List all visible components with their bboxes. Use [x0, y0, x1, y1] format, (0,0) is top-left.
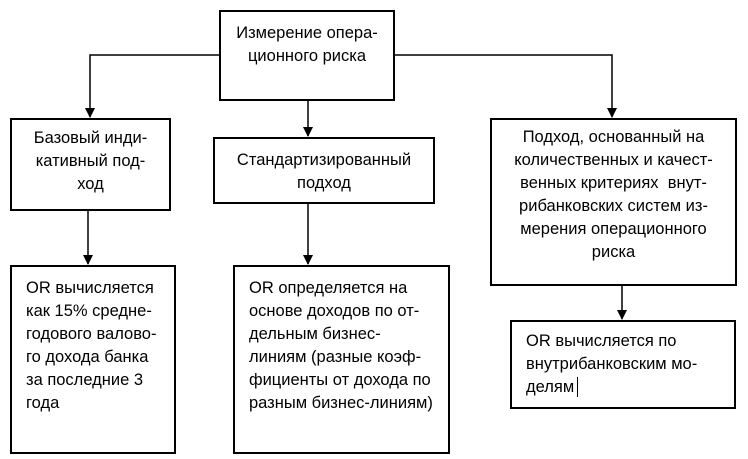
- advanced-approach-line-1: Подход, основанный на: [522, 128, 705, 146]
- standardized-approach-node: Стандартизированный подход: [213, 137, 435, 204]
- basic-detail-line-5: за последние 3: [26, 371, 144, 389]
- advanced-approach-detail-node: OR вычисляется по внутрибанковским мо- д…: [510, 320, 736, 409]
- basic-detail-line-2: как 15% средне-: [26, 302, 152, 320]
- standardized-approach-detail-node: OR определяется на основе доходов по от-…: [233, 265, 450, 454]
- basic-approach-detail-node: OR вычисляется как 15% средне- годового …: [10, 265, 176, 454]
- advanced-detail-line-3: делям: [526, 378, 575, 396]
- text-cursor: [577, 377, 578, 397]
- basic-approach-line-1: Базовый инди-: [33, 129, 148, 147]
- basic-approach-line-2: кативный под-: [35, 152, 146, 170]
- basic-detail-line-6: года: [26, 394, 60, 412]
- standardized-approach-line-2: подход: [297, 174, 351, 192]
- root-to-advanced-arrow: [395, 54, 617, 118]
- advanced-approach-line-3: венных критериях внут-: [520, 174, 707, 192]
- basic-detail-line-4: го дохода банка: [26, 348, 149, 366]
- standardized-detail-line-4: линиям (разные коэф-: [249, 348, 422, 366]
- advanced-approach-line-5: мерения операционного: [520, 220, 707, 238]
- standardized-approach-line-1: Стандартизированный: [236, 151, 412, 169]
- advanced-approach-line-4: рибанковских систем из-: [519, 197, 708, 215]
- standardized-detail-line-3: дельным бизнес-: [249, 325, 381, 343]
- standardized-detail-line-2: основе доходов по от-: [249, 302, 420, 320]
- root-node-line-1: Измерение опера-: [236, 24, 378, 42]
- advanced-approach-line-6: риска: [591, 243, 636, 261]
- root-node-operational-risk: Измерение опера- ционного риска: [219, 10, 395, 101]
- basic-detail-line-3: годового валово-: [26, 325, 157, 343]
- standardized-detail-line-6: разным бизнес-линиям): [249, 394, 433, 412]
- root-to-basic-arrow: [85, 54, 219, 118]
- advanced-detail-line-1: OR вычисляется по: [526, 332, 677, 350]
- root-node-line-2: ционного риска: [247, 47, 367, 65]
- basic-detail-line-1: OR вычисляется: [26, 279, 154, 297]
- standardized-detail-line-5: фициенты от дохода по: [249, 371, 431, 389]
- advanced-detail-line-2: внутрибанковским мо-: [526, 355, 698, 373]
- advanced-approach-line-2: количественных и качест-: [514, 151, 713, 169]
- basic-approach-line-3: ход: [77, 175, 104, 193]
- basic-indicator-approach-node: Базовый инди- кативный под- ход: [10, 118, 171, 211]
- advanced-measurement-approach-node: Подход, основанный на количественных и к…: [490, 118, 737, 286]
- standardized-detail-line-1: OR определяется на: [249, 279, 408, 297]
